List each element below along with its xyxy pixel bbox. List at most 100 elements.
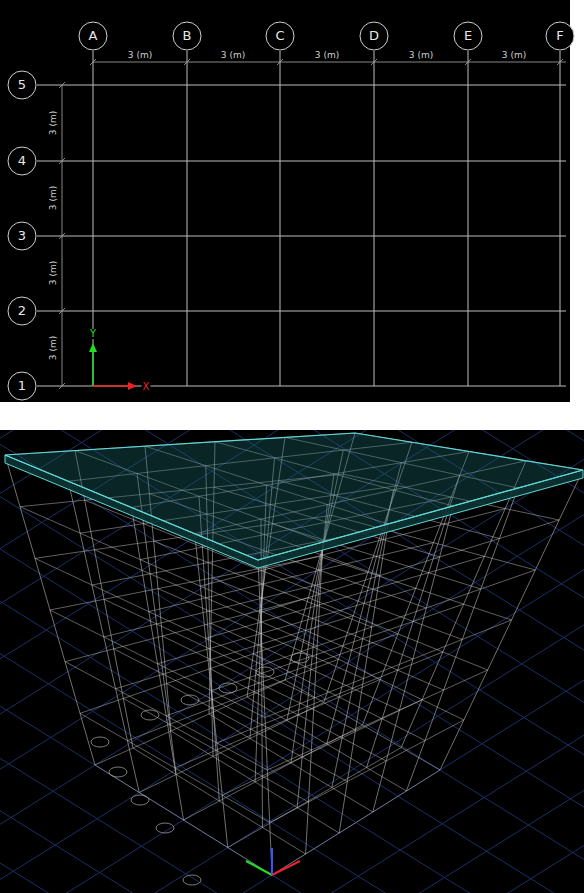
grid-bubble: B	[172, 21, 202, 51]
ground-line	[220, 840, 584, 893]
bubble-circle	[546, 22, 574, 50]
ground-line	[0, 648, 584, 893]
grid-bubble-3d	[141, 710, 159, 720]
beam-line	[80, 639, 297, 714]
beam-line	[50, 557, 320, 611]
ground-line	[0, 430, 584, 893]
ground-line	[0, 593, 584, 893]
y-axis-3d	[246, 861, 272, 875]
axis-label: Y	[89, 329, 97, 339]
beam-line	[222, 700, 422, 796]
ground-line	[0, 645, 584, 893]
ground-line	[0, 430, 584, 893]
x-axis	[93, 385, 132, 387]
x-axis-3d	[272, 861, 300, 875]
dimension-label: 3 (m)	[501, 51, 527, 60]
grid-line	[560, 51, 561, 386]
bubble-circle	[8, 147, 36, 175]
ground-line	[0, 540, 584, 893]
ground-line	[0, 430, 584, 893]
grid-bubble: 5	[7, 70, 37, 100]
grid-label: 2	[7, 296, 37, 326]
axis-label: X	[142, 382, 151, 392]
grid-bubble: E	[453, 21, 483, 51]
ground-line	[0, 538, 584, 893]
ground-line	[0, 430, 584, 893]
grid-bubble: F	[545, 21, 575, 51]
beam-line	[65, 662, 267, 770]
grid-label: E	[453, 21, 483, 51]
grid-line	[280, 51, 281, 386]
beam-line	[267, 670, 487, 770]
frame-3d	[5, 433, 583, 875]
ground-line	[0, 430, 584, 893]
ground-line	[0, 430, 584, 893]
grid-bubble: 3	[7, 221, 37, 251]
bubble-circle	[8, 71, 36, 99]
dimension-label: 3 (m)	[49, 335, 58, 361]
beam-line	[95, 680, 285, 765]
grid-bubble-3d	[156, 823, 174, 833]
ground-line	[0, 776, 434, 893]
beam-line	[270, 720, 464, 823]
grid-label: C	[265, 21, 295, 51]
dimension-label: 3 (m)	[408, 51, 434, 60]
x-arrowhead	[128, 382, 137, 390]
ground-line	[0, 430, 584, 893]
grid-label: B	[172, 21, 202, 51]
grid-label: A	[78, 21, 108, 51]
ground-line	[0, 724, 518, 893]
grid-line	[37, 311, 566, 312]
beam-line	[104, 572, 368, 637]
view-background	[0, 430, 584, 893]
grid-label: 1	[7, 371, 37, 401]
ground-line	[0, 593, 584, 893]
ground-grid	[0, 430, 584, 893]
dimension-tick	[557, 59, 563, 65]
ground-line	[0, 430, 584, 893]
bubble-circle	[454, 22, 482, 50]
dimension-label: 3 (m)	[49, 185, 58, 211]
grid-bubble: 2	[7, 296, 37, 326]
plan-grid	[37, 51, 566, 390]
bubble-circle	[79, 22, 107, 50]
beam-line	[263, 570, 536, 665]
grid-bubble-3d	[91, 737, 109, 747]
bubble-circle	[8, 297, 36, 325]
beam-line	[65, 598, 308, 662]
dimension-tick	[59, 233, 65, 239]
dimension-label: 3 (m)	[127, 51, 153, 60]
grid-bubble: 4	[7, 146, 37, 176]
grid-label: 5	[7, 70, 37, 100]
grid-label: D	[359, 21, 389, 51]
bubble-circle	[266, 22, 294, 50]
ground-line	[87, 758, 584, 893]
z-axis-3d	[271, 848, 273, 875]
roof-slab	[5, 433, 583, 560]
grid-bubble: C	[265, 21, 295, 51]
ground-line	[0, 430, 584, 893]
ground-line	[0, 430, 584, 893]
beam-line	[228, 748, 402, 848]
plan-background	[0, 0, 570, 402]
grid-line	[37, 386, 566, 387]
dimension-tick	[59, 158, 65, 164]
dimension-tick	[59, 308, 65, 314]
dimension-tick	[465, 59, 471, 65]
grid-line	[37, 161, 566, 162]
bubble-circle	[8, 222, 36, 250]
dimension-label: 3 (m)	[314, 51, 340, 60]
beam-line	[116, 616, 354, 689]
ground-line	[0, 430, 584, 893]
dimension-tick	[184, 59, 190, 65]
dimension-label: 3 (m)	[49, 260, 58, 286]
dimension-label: 3 (m)	[220, 51, 246, 60]
grid-bubble-3d	[183, 875, 201, 885]
beam-line	[184, 725, 363, 820]
dimension-tick	[59, 383, 65, 389]
beam-line	[265, 620, 512, 718]
beam-line	[166, 634, 398, 716]
grid-label: 4	[7, 146, 37, 176]
